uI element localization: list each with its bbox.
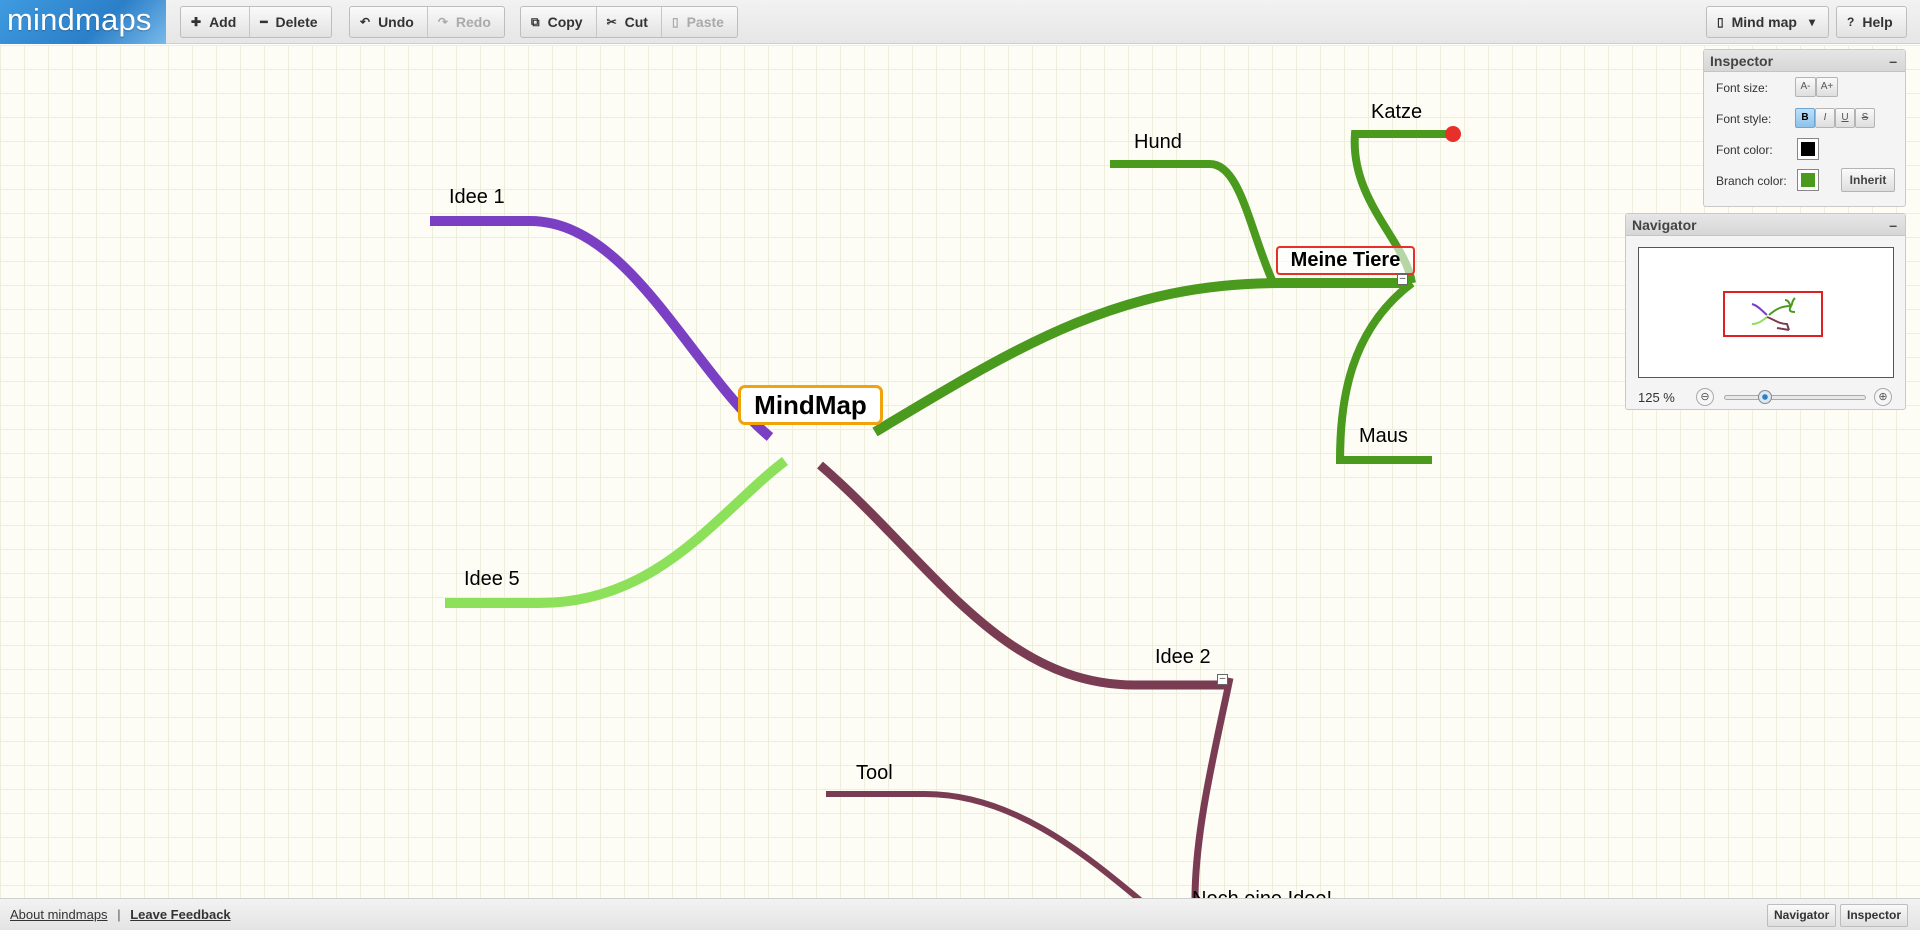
navigator-panel: Navigator – 125 % ⊖ ⊕ xyxy=(1625,213,1906,410)
inspector-header[interactable]: Inspector – xyxy=(1704,50,1905,72)
undo-button[interactable]: ↶ Undo xyxy=(350,7,428,37)
branch-meine-tiere[interactable] xyxy=(872,278,1412,437)
root-node[interactable]: MindMap xyxy=(738,385,883,425)
footer-links: About mindmaps | Leave Feedback xyxy=(10,907,231,922)
branch-color-row: Branch color: Inherit xyxy=(1704,165,1905,196)
scissors-icon: ✂ xyxy=(606,15,617,29)
redo-button[interactable]: ↷ Redo xyxy=(437,14,491,30)
navigator-preview[interactable] xyxy=(1638,247,1894,378)
mindmap-canvas[interactable]: Idee 1 Idee 5 Idee 2 – Tool Noch eine Id… xyxy=(0,45,1920,898)
zoom-slider-handle[interactable] xyxy=(1758,390,1773,404)
branch-idee5[interactable] xyxy=(445,457,789,608)
redo-icon: ↷ xyxy=(437,15,448,29)
node-hund[interactable]: Hund xyxy=(1134,131,1182,153)
help-button[interactable]: ? Help xyxy=(1847,14,1893,30)
node-meine-tiere[interactable]: Meine Tiere xyxy=(1276,246,1415,275)
inspector-panel: Inspector – Font size: A- A+ Font style:… xyxy=(1703,49,1906,207)
toggle-inspector-button[interactable]: Inspector xyxy=(1840,904,1909,927)
branch-idee1[interactable] xyxy=(430,216,774,441)
history-button-group: ↶ Undo ↷ Redo xyxy=(349,6,505,38)
zoom-out-button[interactable]: ⊖ xyxy=(1696,388,1714,406)
font-size-decrease-button[interactable]: A- xyxy=(1795,77,1816,97)
branch-noch-eine-idee[interactable] xyxy=(1191,677,1234,898)
node-katze[interactable]: Katze xyxy=(1371,101,1423,123)
branch-color-picker[interactable] xyxy=(1797,169,1819,191)
inspector-minimize-button[interactable]: – xyxy=(1889,53,1897,69)
feedback-link[interactable]: Leave Feedback xyxy=(130,907,231,922)
clipboard-button-group: ⧉ Copy ✂ Cut ▯ Paste xyxy=(520,6,738,38)
copy-icon: ⧉ xyxy=(531,14,540,29)
font-size-row: Font size: A- A+ xyxy=(1704,72,1905,103)
font-color-picker[interactable] xyxy=(1797,138,1819,160)
paste-button[interactable]: ▯ Paste xyxy=(671,14,724,30)
underline-toggle[interactable]: U xyxy=(1835,108,1855,128)
help-group: ? Help xyxy=(1836,6,1907,38)
branch-maus[interactable] xyxy=(1335,279,1432,464)
cut-button[interactable]: ✂ Cut xyxy=(597,7,662,37)
font-color-row: Font color: xyxy=(1704,134,1905,165)
bold-toggle[interactable]: B xyxy=(1795,108,1815,128)
toggle-navigator-button[interactable]: Navigator xyxy=(1767,904,1837,927)
undo-icon: ↶ xyxy=(360,15,371,29)
navigator-header[interactable]: Navigator – xyxy=(1626,214,1905,236)
zoom-slider[interactable] xyxy=(1724,390,1866,404)
question-icon: ? xyxy=(1847,15,1855,29)
mindmap-menu-button[interactable]: ▯ Mind map ▾ xyxy=(1717,14,1815,30)
zoom-level: 125 % xyxy=(1638,390,1675,405)
node-idee2[interactable]: Idee 2 xyxy=(1155,646,1211,668)
node-idee1[interactable]: Idee 1 xyxy=(449,186,505,208)
italic-toggle[interactable]: I xyxy=(1815,108,1835,128)
chevron-down-icon: ▾ xyxy=(1808,15,1815,29)
add-button[interactable]: ✚ Add xyxy=(181,7,251,37)
delete-button[interactable]: ━ Delete xyxy=(260,14,318,30)
node-noch-eine-idee[interactable]: Noch eine Idee! xyxy=(1192,888,1332,898)
footer-bar: About mindmaps | Leave Feedback Navigato… xyxy=(0,898,1920,930)
navigator-minimap xyxy=(1723,291,1823,337)
zoom-in-icon: ⊕ xyxy=(1878,391,1888,403)
edit-button-group: ✚ Add ━ Delete xyxy=(180,6,332,38)
plus-icon: ✚ xyxy=(191,15,202,29)
branch-layer xyxy=(430,130,1450,898)
collapse-toggle-meine-tiere[interactable]: – xyxy=(1397,274,1408,285)
collapse-toggle-idee2[interactable]: – xyxy=(1217,674,1228,685)
copy-button[interactable]: ⧉ Copy xyxy=(521,7,597,37)
node-idee5[interactable]: Idee 5 xyxy=(464,568,520,590)
app-logo: mindmaps xyxy=(0,0,166,44)
font-color-swatch xyxy=(1801,142,1815,156)
strikethrough-toggle[interactable]: S xyxy=(1855,108,1875,128)
node-tool[interactable]: Tool xyxy=(856,762,893,784)
font-size-increase-button[interactable]: A+ xyxy=(1816,77,1838,97)
branch-hund[interactable] xyxy=(1110,160,1276,282)
zoom-out-icon: ⊖ xyxy=(1700,391,1710,403)
footer-separator: | xyxy=(117,907,121,922)
navigator-viewport[interactable] xyxy=(1723,291,1823,337)
branch-tool[interactable] xyxy=(826,791,1142,898)
minus-icon: ━ xyxy=(260,15,268,29)
zoom-in-button[interactable]: ⊕ xyxy=(1874,388,1892,406)
node-maus[interactable]: Maus xyxy=(1359,425,1408,447)
top-toolbar: mindmaps ✚ Add ━ Delete ↶ Undo ↷ Redo ⧉ … xyxy=(0,0,1920,44)
paste-icon: ▯ xyxy=(671,15,679,29)
about-link[interactable]: About mindmaps xyxy=(10,907,108,922)
mindmap-menu-group: ▯ Mind map ▾ xyxy=(1706,6,1829,38)
document-icon: ▯ xyxy=(1717,15,1724,29)
inherit-color-button[interactable]: Inherit xyxy=(1841,168,1895,192)
branch-color-swatch xyxy=(1801,173,1815,187)
font-style-row: Font style: B I U S xyxy=(1704,103,1905,134)
node-drag-handle[interactable] xyxy=(1445,126,1461,142)
branch-idee2[interactable] xyxy=(817,461,1230,690)
navigator-minimize-button[interactable]: – xyxy=(1889,217,1897,233)
